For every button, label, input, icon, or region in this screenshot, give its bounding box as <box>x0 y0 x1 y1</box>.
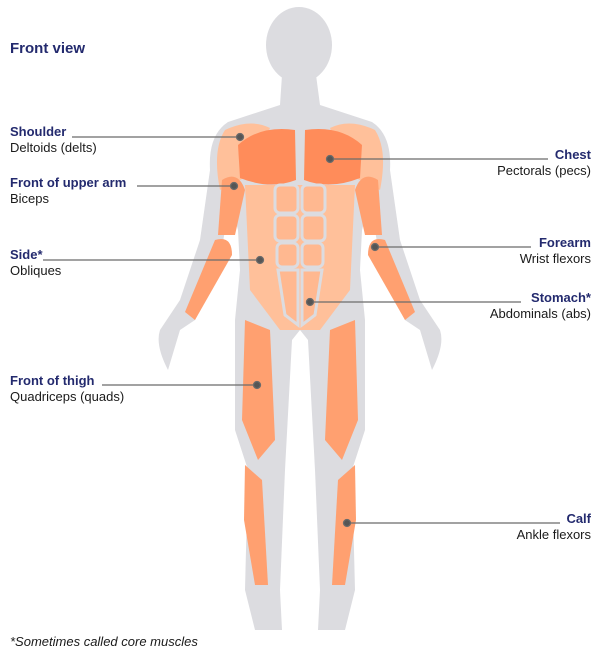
label-thigh: Front of thigh Quadriceps (quads) <box>10 373 124 405</box>
label-shoulder-name: Shoulder <box>10 124 67 139</box>
label-stomach-name: Stomach* <box>531 290 591 305</box>
label-thigh-name: Front of thigh <box>10 373 95 388</box>
label-calf: Calf Ankle flexors <box>517 511 591 543</box>
footnote: *Sometimes called core muscles <box>10 634 198 649</box>
label-chest-name: Chest <box>554 147 591 162</box>
label-shoulder: Shoulder Deltoids (delts) <box>10 124 97 156</box>
label-side-muscle: Obliques <box>10 263 62 278</box>
label-chest-muscle: Pectorals (pecs) <box>497 163 591 178</box>
label-side: Side* Obliques <box>10 247 61 279</box>
label-stomach-muscle: Abdominals (abs) <box>489 306 591 321</box>
label-shoulder-muscle: Deltoids (delts) <box>10 140 97 155</box>
label-forearm-muscle: Wrist flexors <box>519 251 591 266</box>
label-side-name: Side* <box>10 247 43 262</box>
label-upper-arm-muscle: Biceps <box>10 191 50 206</box>
label-forearm-name: Forearm <box>538 235 591 250</box>
label-calf-name: Calf <box>566 511 591 526</box>
label-chest: Chest Pectorals (pecs) <box>497 147 591 179</box>
label-thigh-muscle: Quadriceps (quads) <box>10 389 125 404</box>
label-upper-arm: Front of upper arm Biceps <box>10 175 126 207</box>
label-forearm: Forearm Wrist flexors <box>520 235 591 267</box>
label-upper-arm-name: Front of upper arm <box>10 175 127 190</box>
label-calf-muscle: Ankle flexors <box>516 527 591 542</box>
page-title: Front view <box>10 40 86 57</box>
label-stomach: Stomach* Abdominals (abs) <box>490 290 591 322</box>
